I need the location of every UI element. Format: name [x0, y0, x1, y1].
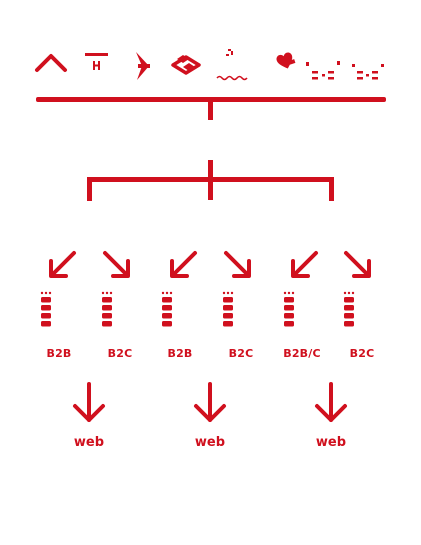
node-label: B2C: [107, 347, 133, 360]
node-label: B2B: [46, 347, 72, 360]
server-stack-icon: [161, 291, 173, 327]
node-label: B2C: [228, 347, 254, 360]
dots-pattern-icon: [352, 64, 384, 80]
server-stack-icon: [222, 291, 234, 327]
dots-pattern-icon: [306, 61, 340, 80]
server-stack-icon: [343, 291, 355, 327]
server-stack-icon: [40, 291, 52, 327]
top-bracket: [36, 97, 386, 120]
caret-up-icon: [35, 54, 67, 72]
node-label: B2C: [349, 347, 375, 360]
split-arrow-down-right-icon: [103, 251, 130, 278]
heart-tag-icon: [276, 52, 296, 69]
airplane-icon: [136, 52, 150, 80]
arrow-down-icon: [194, 382, 226, 422]
node-label: B2B/C: [283, 347, 321, 360]
split-arrow-down-right-icon: [344, 251, 371, 278]
split-arrow-down-right-icon: [224, 251, 251, 278]
arrow-down-icon: [315, 382, 347, 422]
wave-signal-icon: [216, 49, 248, 81]
split-arrow-down-left-icon: [291, 251, 318, 278]
hotel-h-icon: [85, 53, 108, 70]
middle-bracket: [87, 160, 334, 201]
arrow-down-icon: [73, 382, 105, 422]
dropbox-icon: [171, 55, 201, 75]
server-stack-icon: [283, 291, 295, 327]
node-label: B2B: [167, 347, 193, 360]
output-label-web: web: [73, 435, 105, 450]
output-label-web: web: [315, 435, 347, 450]
split-arrow-down-left-icon: [170, 251, 197, 278]
server-stack-icon: [101, 291, 113, 327]
split-arrow-down-left-icon: [49, 251, 76, 278]
output-label-web: web: [194, 435, 226, 450]
